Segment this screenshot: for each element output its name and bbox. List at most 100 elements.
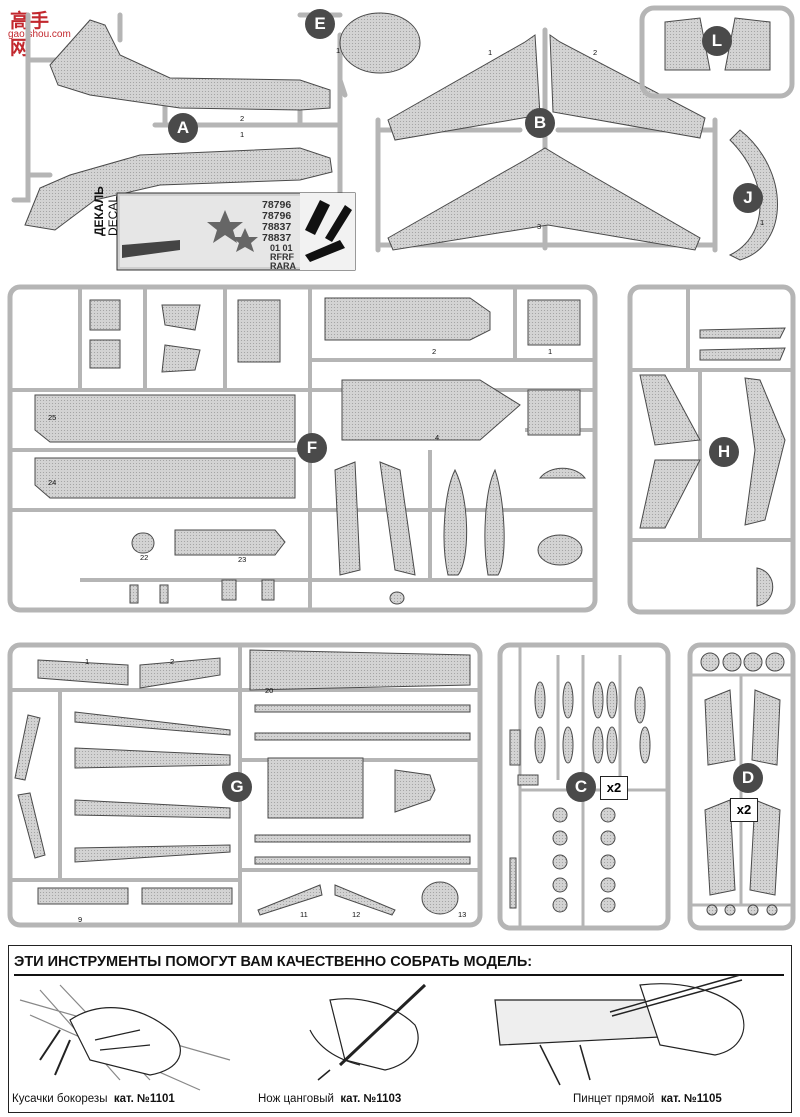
- tool-cat: кат. №1103: [340, 1093, 402, 1105]
- decal-number: 78796: [262, 199, 292, 211]
- panel-17: [267, 757, 364, 819]
- multiplier-d: x2: [730, 798, 758, 822]
- tools-divider: [14, 974, 784, 976]
- plate-1: [527, 299, 581, 346]
- sprue-g: [7, 642, 483, 928]
- part-19: [129, 584, 139, 604]
- sprue-letter-f: F: [297, 433, 327, 463]
- rod-19: [254, 704, 471, 713]
- gear-door-5: [334, 461, 361, 576]
- part-no-a2: 2: [240, 114, 245, 123]
- part-no-f1: 1: [548, 347, 553, 356]
- part-no-g20: 20: [265, 686, 274, 695]
- part-no-f4: 4: [435, 433, 440, 442]
- part-no-g11: 11: [300, 910, 308, 919]
- sprue-d: [687, 642, 796, 931]
- part-no-a1: 1: [240, 130, 245, 139]
- tool-caption-1: Кусачки бокорезы кат. №1101: [12, 1093, 175, 1105]
- dome-h: [756, 567, 774, 607]
- tool-cat: кат. №1101: [113, 1093, 175, 1105]
- decal-small-text: RARA: [270, 261, 296, 271]
- decal-label-ru: ДЕКАЛЬ: [92, 186, 106, 236]
- sprue-l: [639, 5, 795, 99]
- nacelle-half-5: [749, 799, 781, 896]
- part-no-g2: 2: [170, 657, 175, 666]
- part-22: [131, 532, 155, 554]
- tool-name: Пинцет прямой: [573, 1093, 655, 1105]
- tool-caption-3: Пинцет прямой кат. №1105: [573, 1093, 722, 1105]
- sprue-letter-e: E: [305, 9, 335, 39]
- tools-panel: [8, 945, 792, 1113]
- nacelle-half-6: [704, 689, 736, 766]
- fin-17: [744, 377, 786, 526]
- tailplane-18: [639, 459, 701, 529]
- aileron-11: [257, 884, 323, 916]
- wing-left-upper: [387, 34, 541, 141]
- part-no-f23: 23: [238, 555, 247, 564]
- tailplane-19: [639, 374, 701, 446]
- decal-small: 01 01 RFRF RARA: [270, 244, 296, 271]
- decal-small-text: RFRF: [270, 252, 294, 262]
- flap-10: [141, 887, 233, 905]
- cockpit-tub: [664, 17, 711, 71]
- part-no-b2: 2: [593, 48, 598, 57]
- sprue-letter-g: G: [222, 772, 252, 802]
- sprue-letter-d: D: [733, 763, 763, 793]
- sprue-letter-b: B: [525, 108, 555, 138]
- canopy-base: [339, 12, 421, 74]
- sprue-h: [627, 284, 796, 615]
- nacelle-2: [324, 297, 491, 341]
- wing-right-upper: [549, 34, 706, 139]
- watermark-site: gao.shou.com: [8, 29, 71, 40]
- decal-number: 78837: [262, 232, 292, 244]
- sprue-j: [728, 129, 778, 261]
- instrument-panel: [724, 17, 771, 71]
- tools-title: ЭТИ ИНСТРУМЕНТЫ ПОМОГУТ ВАМ КАЧЕСТВЕННО …: [14, 954, 533, 970]
- dome-13: [421, 881, 459, 915]
- sprue-letter-j: J: [733, 183, 763, 213]
- strip-4: [74, 711, 231, 736]
- decal-number: 78796: [262, 210, 292, 222]
- panel-23: [174, 529, 286, 556]
- flap-1: [37, 659, 129, 686]
- part-no-f2: 2: [432, 347, 437, 356]
- part-no-f22: 22: [140, 553, 149, 562]
- strip-6: [74, 799, 231, 819]
- rod-14: [254, 856, 471, 865]
- sprue-a: [11, 12, 343, 231]
- stab-25: [699, 327, 786, 339]
- wing-lower: [387, 147, 701, 251]
- decal-number: 78837: [262, 221, 292, 233]
- nacelle-half-4: [704, 799, 736, 896]
- strip-7: [74, 844, 231, 863]
- tool-cat: кат. №1105: [660, 1093, 722, 1105]
- fuselage-spine-25: [34, 394, 296, 443]
- part-no-g1: 1: [85, 657, 90, 666]
- strip-5: [74, 747, 231, 769]
- pylon-7: [443, 468, 468, 576]
- pylon-8: [484, 468, 505, 576]
- sprue-b: [375, 27, 718, 253]
- stab-24: [699, 347, 786, 361]
- floor-20: [249, 649, 471, 691]
- fin-31: [161, 304, 201, 331]
- fin-30: [161, 344, 201, 373]
- part-no-g12: 12: [352, 910, 361, 919]
- flap-9: [37, 887, 129, 905]
- part-no-j1: 1: [760, 218, 765, 227]
- part-no-g13: 13: [458, 910, 467, 919]
- nacelle-half-7: [751, 689, 781, 766]
- part-no-g9: 9: [78, 915, 83, 924]
- panel-32: [237, 299, 281, 363]
- nacelle-4: [341, 379, 521, 441]
- aileron-12: [334, 884, 396, 916]
- rod-15: [254, 834, 471, 843]
- tool-name: Нож цанговый: [258, 1093, 334, 1105]
- decal-sheet: [116, 192, 356, 271]
- sprue-letter-c: C: [566, 772, 596, 802]
- fuselage-half-2: [24, 147, 333, 231]
- intake-ring: [728, 129, 778, 261]
- decal-small-text: 01: [270, 243, 281, 253]
- slat-8: [17, 792, 46, 859]
